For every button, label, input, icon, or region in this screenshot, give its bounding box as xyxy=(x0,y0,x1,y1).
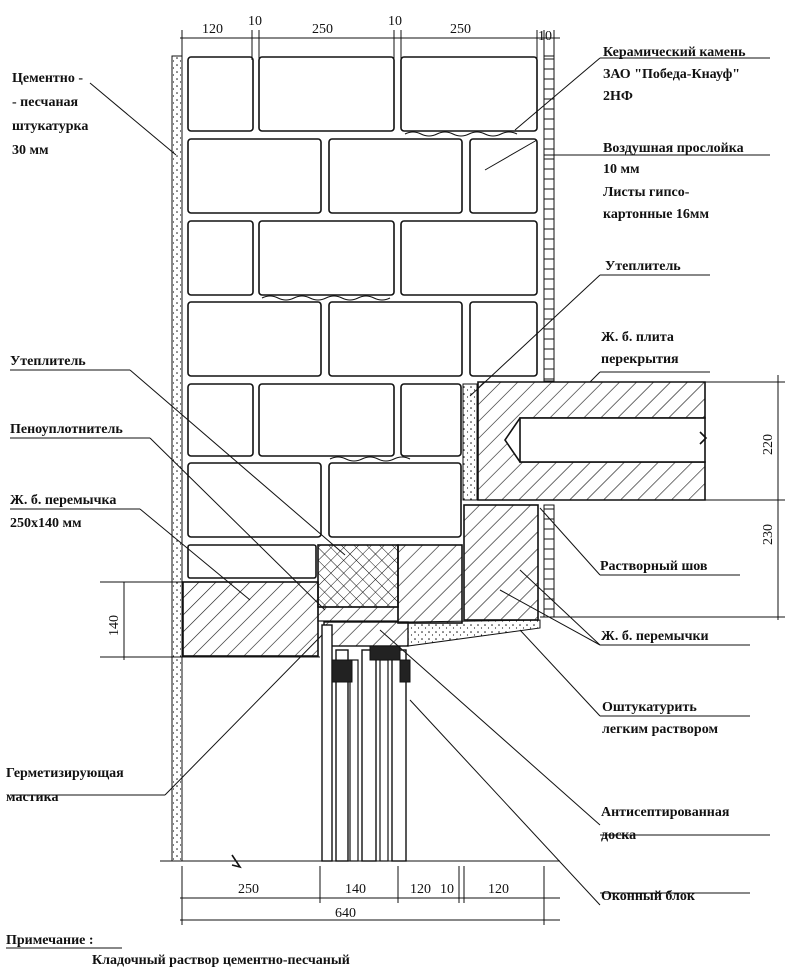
dim-bottom-total: 640 xyxy=(335,906,356,921)
dim-bottom-3: 120 xyxy=(410,882,431,897)
label-slab-2: перекрытия xyxy=(601,352,679,367)
left-dimension-line: 140 xyxy=(100,581,320,660)
plaster-layer xyxy=(171,55,183,862)
label-plaster-2: - песчаная xyxy=(12,95,79,110)
dim-left: 140 xyxy=(107,615,122,636)
masonry xyxy=(187,56,538,579)
label-render-2: легким раствором xyxy=(602,722,718,737)
dim-top-5: 250 xyxy=(450,22,471,37)
label-insulation-right: Утеплитель xyxy=(605,259,681,274)
lintel-left xyxy=(182,581,319,657)
leader-lines xyxy=(10,57,770,906)
label-sealant-2: мастика xyxy=(6,790,58,805)
light-plaster xyxy=(407,619,541,647)
label-ceramic-3: 2НФ xyxy=(603,89,633,104)
label-ceramic-1: Керамический камень xyxy=(603,45,746,60)
label-insulation-left: Утеплитель xyxy=(10,354,86,369)
foam-seal xyxy=(317,606,399,622)
insulation-block xyxy=(317,544,399,608)
floor-slab xyxy=(462,381,708,501)
note-title: Примечание : xyxy=(6,933,94,948)
lintel-right xyxy=(463,504,539,621)
label-slab-1: Ж. б. плита xyxy=(601,330,674,345)
label-sealant-1: Герметизирующая xyxy=(6,766,124,781)
label-window: Оконный блок xyxy=(601,889,696,904)
note-text: Кладочный раствор цементно-песчаный xyxy=(92,953,350,968)
labels: Цементно - - песчаная штукатурка 30 мм К… xyxy=(6,45,746,968)
dim-bottom-5: 120 xyxy=(488,882,509,897)
label-air-2: 10 мм xyxy=(603,162,640,177)
dim-top-1: 120 xyxy=(202,22,223,37)
label-render-1: Оштукатурить xyxy=(602,700,697,715)
label-air-1: Воздушная прослойка xyxy=(603,141,744,156)
label-ceramic-2: ЗАО "Победа-Кнауф" xyxy=(603,67,740,82)
dim-bottom-1: 250 xyxy=(238,882,259,897)
dim-bottom-2: 140 xyxy=(345,882,366,897)
dim-right-lower: 230 xyxy=(761,524,776,545)
lintel-middle xyxy=(397,544,463,624)
dim-right-upper: 220 xyxy=(761,434,776,455)
dim-top-4: 10 xyxy=(388,14,402,29)
label-mortar-joint: Растворный шов xyxy=(600,559,708,574)
label-gypsum-1: Листы гипсо- xyxy=(603,185,690,200)
antiseptic-board xyxy=(323,621,409,647)
label-plaster-1: Цементно - xyxy=(12,71,83,86)
top-dimension-line: 120 10 250 10 250 10 xyxy=(180,14,560,60)
label-lintel-1: Ж. б. перемычка xyxy=(10,493,116,508)
label-lintel-2: 250x140 мм xyxy=(10,516,82,531)
dim-top-6: 10 xyxy=(538,29,552,44)
bottom-dimension-line: 250 140 120 10 120 640 xyxy=(160,854,560,925)
label-board-2: доска xyxy=(601,828,636,843)
gypsum-board-upper xyxy=(543,55,555,382)
dim-top-3: 250 xyxy=(312,22,333,37)
label-lintels: Ж. б. перемычки xyxy=(601,629,709,644)
label-plaster-4: 30 мм xyxy=(12,143,49,158)
label-gypsum-2: картонные 16мм xyxy=(603,207,709,222)
window-block xyxy=(321,624,411,862)
label-foam-seal: Пеноуплотнитель xyxy=(10,422,123,437)
dim-bottom-4: 10 xyxy=(440,882,454,897)
label-board-1: Антисептированная xyxy=(601,805,730,820)
right-dimension-line: 220 230 xyxy=(540,375,785,620)
label-plaster-3: штукатурка xyxy=(12,119,88,134)
dim-top-2: 10 xyxy=(248,14,262,29)
